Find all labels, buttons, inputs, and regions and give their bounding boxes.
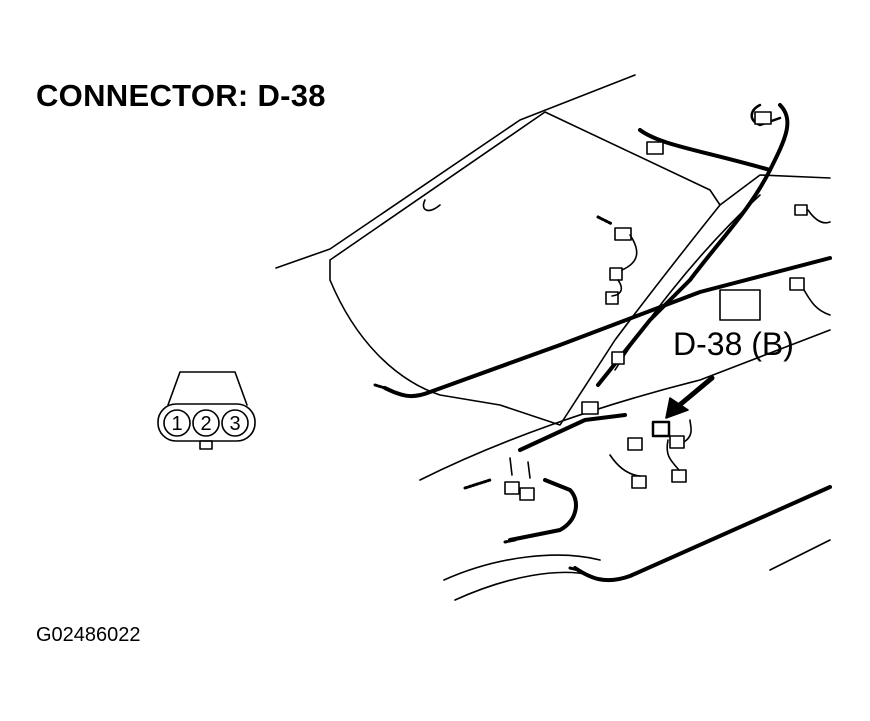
- lower-branch: [508, 478, 578, 542]
- pin-number: 2: [200, 413, 211, 435]
- roof-harness: [638, 128, 772, 172]
- a-pillar-top: [719, 174, 831, 206]
- front-harness: [518, 413, 627, 452]
- hood-outline: [275, 74, 636, 269]
- harness-connectors: [504, 111, 808, 501]
- door-line: [769, 539, 831, 571]
- dash-harness: [383, 256, 832, 399]
- body-line: [419, 329, 831, 481]
- fender-arch-outer: [443, 554, 601, 581]
- figure-id: G02486022: [36, 624, 141, 646]
- lower-harness: [573, 485, 832, 583]
- pin-number: 1: [171, 413, 182, 435]
- connector-title: CONNECTOR: D-38: [36, 78, 326, 113]
- connector-face-icon: [157, 371, 256, 450]
- fender-arch-inner: [454, 571, 591, 601]
- pillar-harness: [596, 103, 790, 387]
- connector-callout-label: D-38 (B): [673, 326, 794, 362]
- pin-number: 3: [229, 413, 240, 435]
- windshield-outline: [329, 111, 721, 426]
